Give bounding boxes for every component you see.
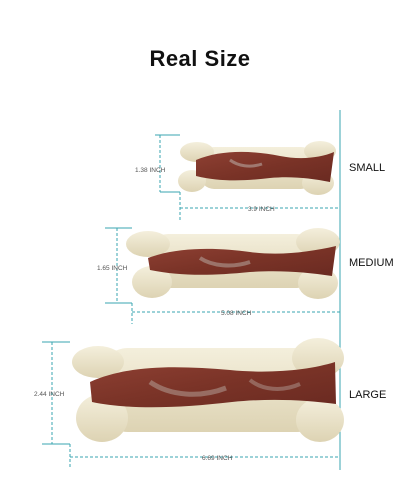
large-dimensions (42, 341, 340, 468)
medium-length-label: 5.08 INCH (221, 310, 252, 317)
small-dimensions (155, 134, 340, 222)
small-size-label: SMALL (349, 162, 385, 174)
large-size-label: LARGE (349, 389, 386, 401)
medium-size-label: MEDIUM (349, 257, 394, 269)
medium-dimensions (105, 227, 340, 324)
small-bone (178, 141, 336, 195)
page-title: Real Size (149, 46, 251, 71)
large-bone (72, 338, 344, 442)
large-length-label: 6.69 INCH (202, 455, 233, 462)
small-length-label: 3.9 INCH (248, 206, 275, 213)
large-height-label: 2.44 INCH (34, 391, 65, 398)
small-height-label: 1.38 INCH (135, 167, 166, 174)
medium-bone (126, 228, 340, 299)
medium-height-label: 1.65 INCH (97, 265, 128, 272)
